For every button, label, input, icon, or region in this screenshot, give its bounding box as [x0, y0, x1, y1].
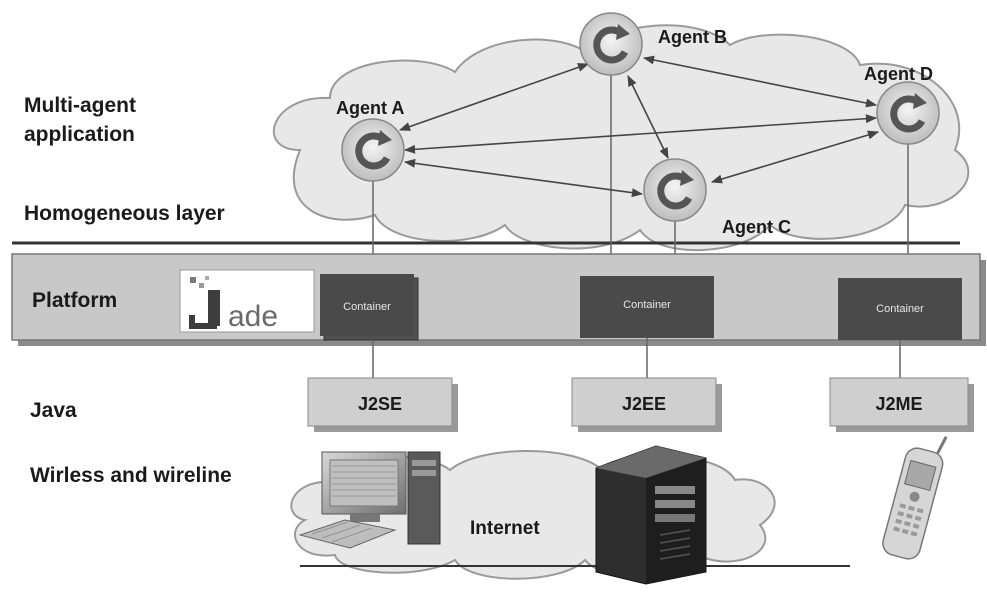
j2se-box — [307, 377, 458, 432]
network-label: Wirless and wireline — [30, 464, 232, 487]
container-1 — [320, 274, 419, 341]
multi-agent-label-line2: application — [24, 123, 135, 146]
j2ee-label: J2EE — [622, 394, 666, 414]
mobile-phone-icon — [882, 436, 948, 560]
agent-d-label: Agent D — [864, 64, 933, 84]
homogeneous-layer-label: Homogeneous layer — [24, 202, 225, 225]
platform-band — [11, 253, 986, 346]
agent-b-label: Agent B — [658, 27, 727, 47]
container-2-label: Container — [623, 299, 671, 311]
agent-c-label: Agent C — [722, 217, 791, 237]
j2me-box — [829, 377, 974, 432]
container-3 — [838, 278, 962, 340]
desktop-computer-icon — [298, 451, 441, 549]
agent-a-node — [341, 118, 405, 182]
java-label: Java — [30, 399, 77, 422]
svg-text:ade: ade — [228, 300, 278, 333]
agent-message-arrows — [398, 55, 880, 198]
container-2 — [580, 276, 714, 338]
agent-d-node — [876, 81, 940, 145]
container-1-label: Container — [343, 301, 391, 313]
j2me-label: J2ME — [875, 394, 922, 414]
j2ee-box — [571, 377, 722, 432]
jade-logo: ade — [179, 269, 315, 333]
server-icon — [595, 445, 707, 585]
platform-label: Platform — [32, 289, 117, 312]
internet-label: Internet — [470, 518, 540, 539]
agent-c-node — [643, 158, 707, 222]
agent-b-node — [579, 12, 643, 76]
container-3-label: Container — [876, 303, 924, 315]
container-java-links — [372, 338, 901, 378]
agent-a-label: Agent A — [336, 98, 404, 118]
j2se-label: J2SE — [358, 394, 402, 414]
multi-agent-label-line1: Multi-agent — [24, 94, 136, 117]
